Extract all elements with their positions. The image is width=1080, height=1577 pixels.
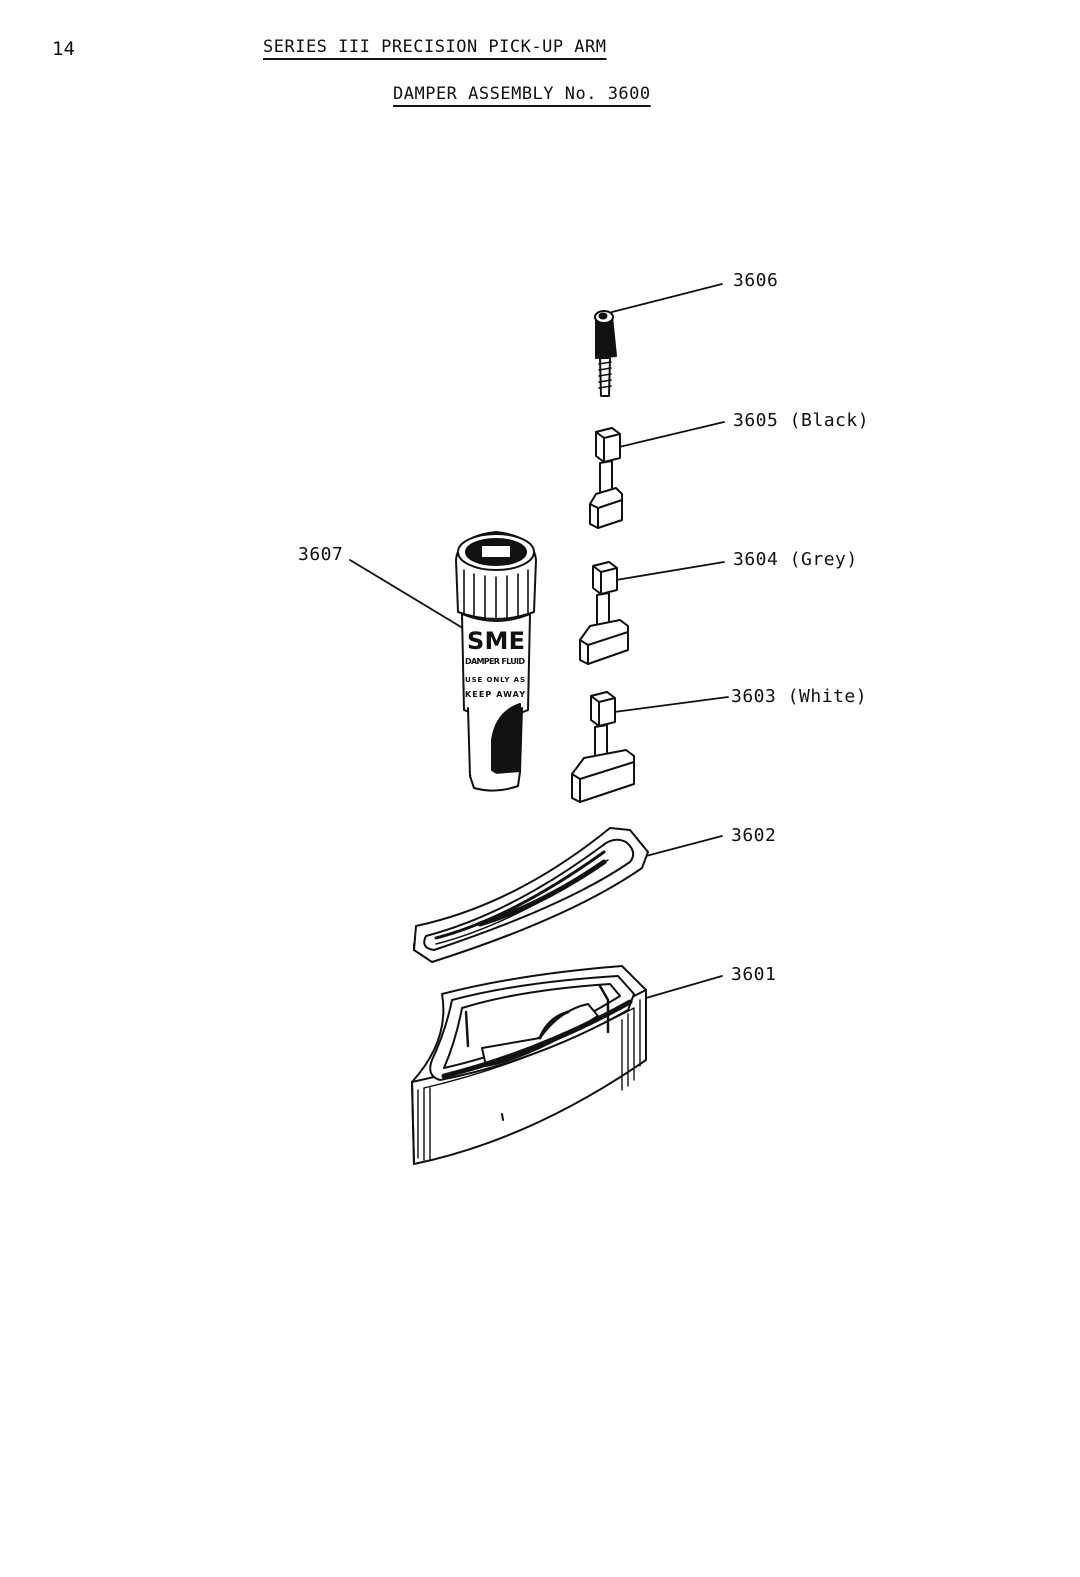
part-3601-damper-trough <box>411 965 647 1165</box>
leader-3603 <box>613 696 729 713</box>
part-3606-knob <box>594 310 617 397</box>
bottle-label-line3: KEEP AWAY <box>465 690 525 699</box>
leader-3607 <box>349 559 467 631</box>
leader-3601 <box>645 975 723 999</box>
callout-3602: 3602 <box>731 825 777 846</box>
callout-3603: 3603 (White) <box>731 686 868 707</box>
callout-3604: 3604 (Grey) <box>733 549 858 570</box>
callout-3607: 3607 <box>298 544 344 565</box>
callout-3605: 3605 (Black) <box>733 410 870 431</box>
bottle-brand: SME <box>467 627 525 655</box>
part-3604-paddle <box>579 561 629 665</box>
part-3603-paddle <box>571 691 635 803</box>
leader-3606 <box>611 283 723 313</box>
leader-3602 <box>645 835 723 857</box>
page-number: 14 <box>52 38 75 60</box>
page-subtitle: DAMPER ASSEMBLY No. 3600 <box>393 84 651 104</box>
callout-3606: 3606 <box>733 270 779 291</box>
leader-3604 <box>615 561 725 581</box>
part-3602-cover-plate <box>413 827 649 963</box>
leader-3605 <box>614 421 725 449</box>
bottle-label-line1: DAMPER FLUID <box>465 657 525 666</box>
bottle-label-line2: USE ONLY AS <box>465 676 525 684</box>
part-3605-paddle <box>589 427 623 529</box>
leader-lines <box>349 283 729 999</box>
page-title: SERIES III PRECISION PICK-UP ARM <box>263 37 607 57</box>
part-3607-fluid-bottle: SME DAMPER FLUID USE ONLY AS KEEP AWAY <box>455 531 537 792</box>
callout-3601: 3601 <box>731 964 777 985</box>
